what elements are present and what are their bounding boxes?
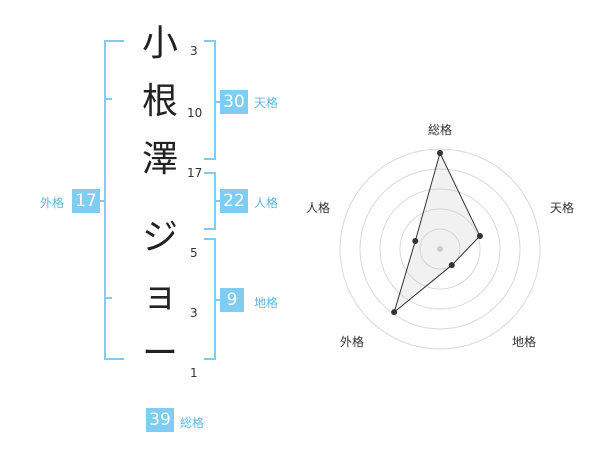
radar-label-chikaku: 地格 (512, 334, 536, 349)
radar-ring (379, 188, 501, 310)
jinkaku-label: 人格 (254, 196, 279, 210)
soukaku-value-badge: 39 (146, 408, 174, 432)
name-char-1: 小 (141, 23, 178, 64)
radar-label-soukaku: 総格 (428, 122, 452, 137)
gaikaku-label: 外格 (40, 196, 65, 210)
radar-point-gaikaku (391, 309, 398, 316)
radar-ring (359, 168, 521, 330)
radar-points (391, 150, 483, 316)
stroke-count-5: 3 (190, 306, 198, 320)
tenkaku-label: 天格 (254, 96, 279, 110)
radar-rings (339, 148, 541, 350)
stroke-count-4: 5 (190, 246, 198, 260)
chikaku-label: 地格 (254, 296, 279, 310)
radar-point-soukaku (437, 150, 443, 156)
stroke-count-2: 10 (187, 106, 203, 120)
jinkaku-value-badge: 22 (220, 189, 248, 213)
tenkaku-value-badge: 30 (220, 90, 248, 114)
radar-label-jinkaku: 人格 (306, 200, 330, 215)
radar-point-jinkaku (412, 237, 419, 244)
radar-ring (399, 208, 481, 290)
stroke-count-6: 1 (190, 366, 198, 380)
radar-label-gaikaku: 外格 (340, 334, 364, 349)
gaikaku-value-badge: 17 (72, 189, 100, 213)
radar-center-dot (437, 246, 443, 252)
name-char-3: 澤 (141, 139, 178, 180)
radar-score-shape (393, 151, 481, 314)
radar-point-chikaku (448, 262, 455, 269)
radar-point-tenkaku (476, 233, 483, 240)
name-char-5: ョ (141, 275, 178, 316)
radar-ring (419, 228, 461, 270)
soukaku-label: 総格 (180, 416, 205, 430)
fortune-radar-chart: 総格 天格 地格 外格 人格 (306, 122, 574, 350)
name-char-2: 根 (141, 81, 178, 122)
radar-label-tenkaku: 天格 (550, 200, 574, 215)
radar-ring (339, 148, 541, 350)
name-char-6: ー (141, 333, 178, 374)
stroke-count-1: 3 (190, 44, 198, 58)
chikaku-value-badge: 9 (220, 288, 244, 312)
stroke-count-3: 17 (187, 166, 203, 180)
name-char-4: ジ (141, 217, 178, 258)
